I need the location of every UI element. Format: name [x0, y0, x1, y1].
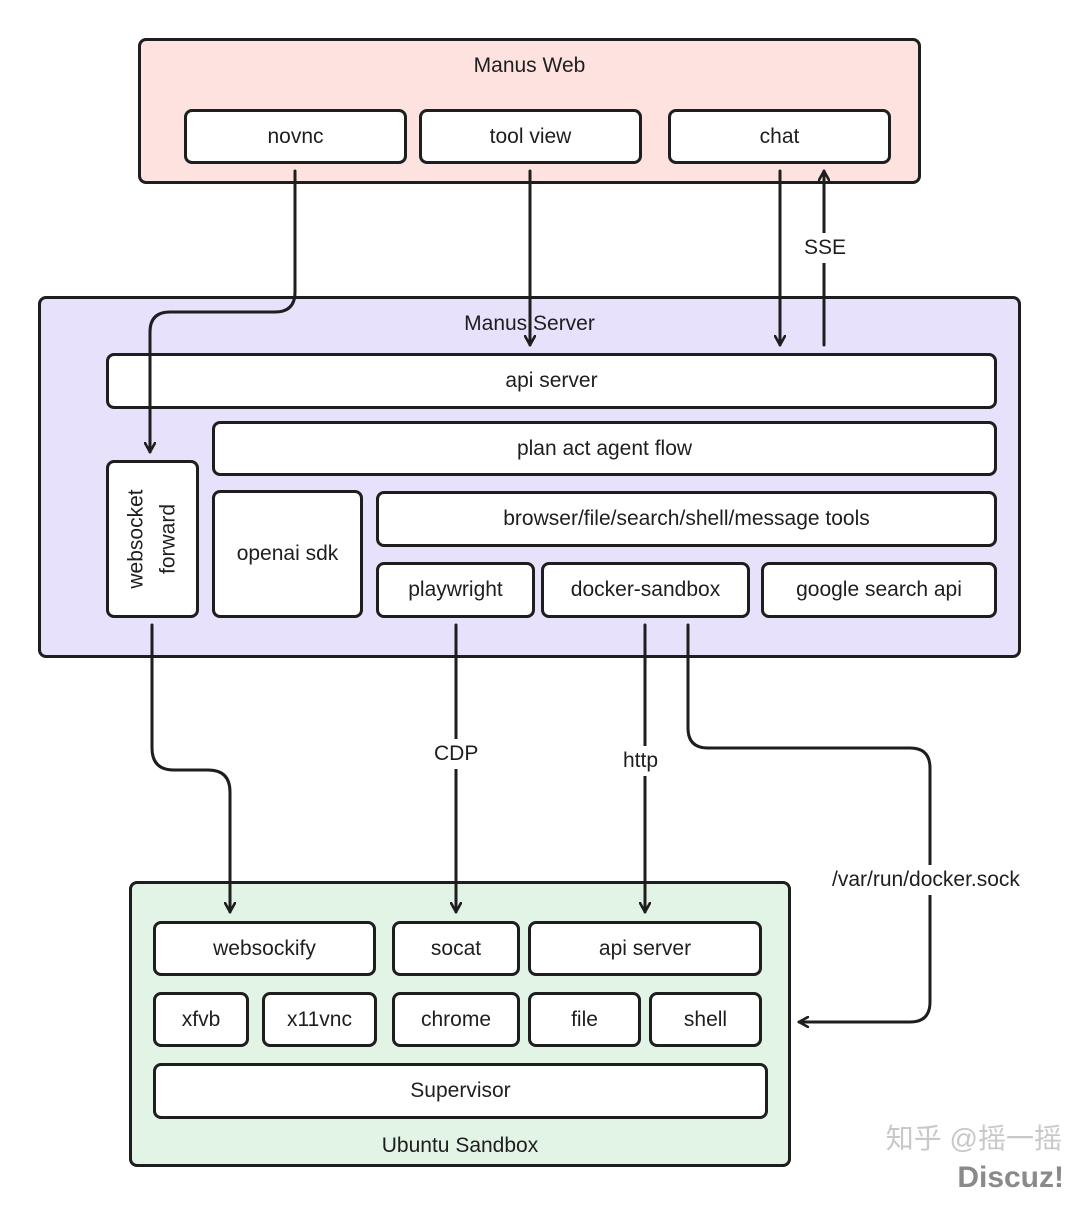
edge-websocket-forward-to-websockify: [150, 623, 230, 914]
x11vnc-box: x11vnc: [262, 992, 377, 1047]
file-box: file: [528, 992, 641, 1047]
shell-box: shell: [649, 992, 762, 1047]
websocket-forward-box: websocket forward: [106, 460, 199, 618]
xfvb-box: xfvb: [153, 992, 249, 1047]
playwright-box: playwright: [376, 562, 535, 618]
plan-act-agent-flow-box: plan act agent flow: [212, 421, 997, 476]
supervisor-box: Supervisor: [153, 1063, 768, 1119]
watermark-brand: Discuz!: [957, 1161, 1064, 1194]
tools-box: browser/file/search/shell/message tools: [376, 491, 997, 547]
websocket-forward-label: websocket forward: [124, 489, 180, 589]
docker-sandbox-box: docker-sandbox: [541, 562, 750, 618]
chat-box: chat: [668, 109, 891, 164]
sse-label: SSE: [800, 233, 851, 263]
watermark-text: 知乎 @摇一摇: [885, 1123, 1062, 1154]
tool-view-box: tool view: [419, 109, 642, 164]
websockify-box: websockify: [153, 921, 376, 976]
http-label: http: [619, 746, 663, 776]
ubuntu-sandbox-title: Ubuntu Sandbox: [381, 1134, 539, 1157]
socat-box: socat: [392, 921, 520, 976]
chrome-box: chrome: [392, 992, 520, 1047]
api-server-box: api server: [106, 353, 997, 409]
docker-sock-label: /var/run/docker.sock: [828, 865, 1024, 895]
google-search-api-box: google search api: [761, 562, 997, 618]
cdp-label: CDP: [430, 739, 483, 769]
manus-web-title: Manus Web: [473, 54, 586, 77]
novnc-box: novnc: [184, 109, 407, 164]
openai-sdk-box: openai sdk: [212, 490, 363, 618]
manus-server-title: Manus Server: [464, 312, 595, 335]
sandbox-api-server-box: api server: [528, 921, 762, 976]
